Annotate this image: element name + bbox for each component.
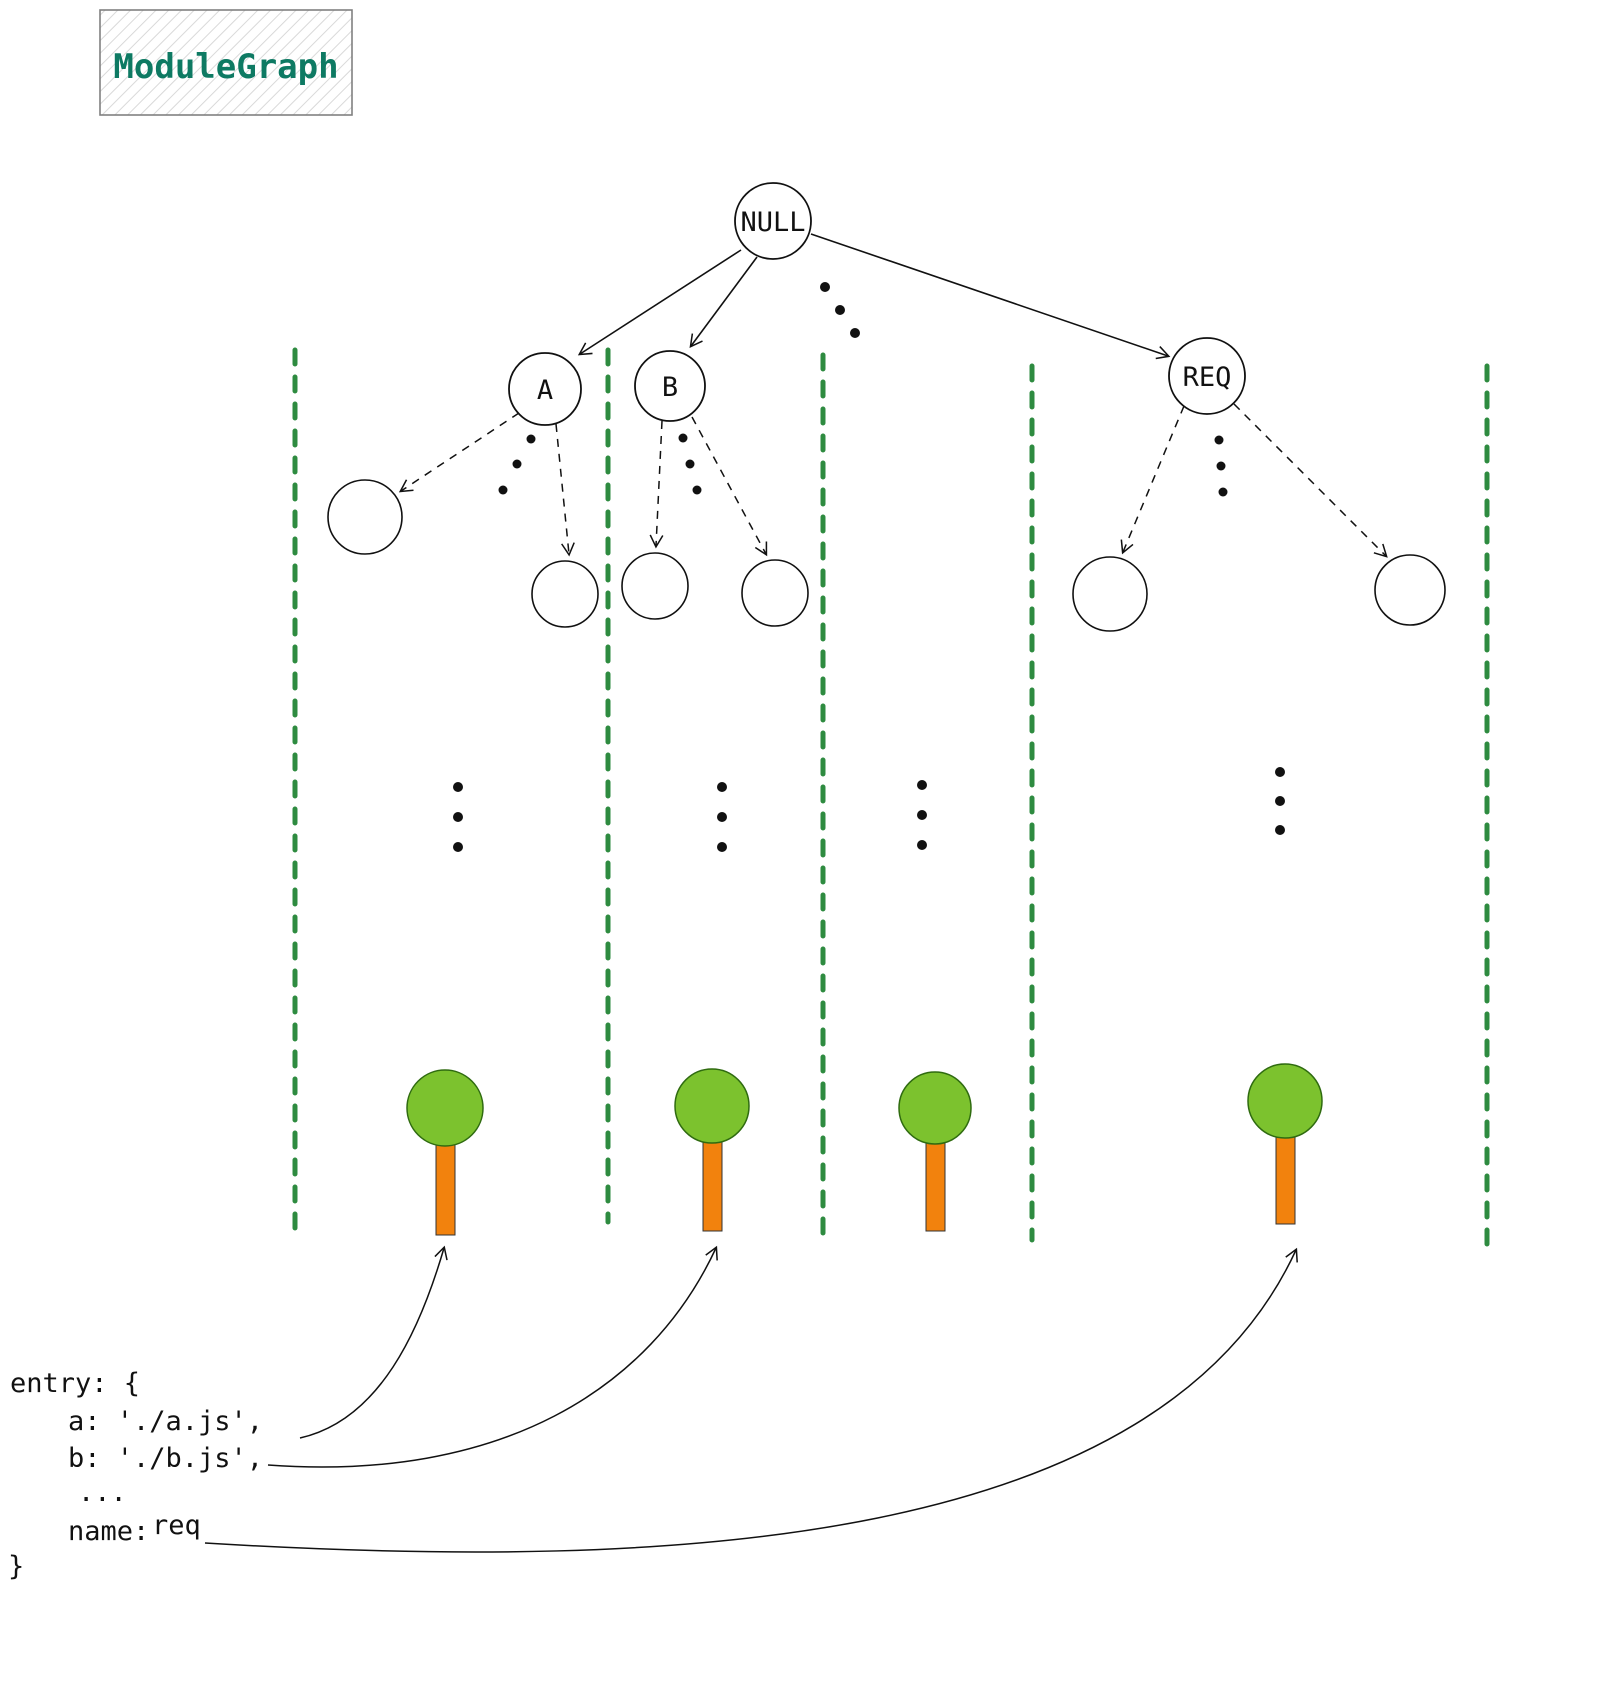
edge-null-to-req — [810, 233, 1171, 360]
code-line-entry-a: a: './a.js', — [68, 1406, 263, 1437]
empty-node-5 — [1072, 556, 1148, 632]
edge-req-to-leaf-2 — [1233, 403, 1388, 558]
node-b-label: B — [662, 372, 678, 403]
code-line-ellipsis: ... — [78, 1477, 127, 1508]
empty-node-2 — [531, 560, 599, 628]
arrow-entry-b-to-tree-2 — [267, 1245, 718, 1468]
edge-null-to-b — [689, 256, 758, 349]
tree-icon-2 — [674, 1068, 750, 1232]
title-box-frame — [99, 9, 353, 116]
tree-icon-1 — [406, 1069, 484, 1236]
edge-b-to-leaf-2 — [691, 416, 768, 557]
column-ellipsis-4 — [1275, 767, 1285, 835]
code-line-entry-b: b: './b.js', — [68, 1443, 263, 1474]
a-edges-ellipsis — [498, 434, 536, 495]
arrow-entry-a-to-tree-1 — [299, 1245, 448, 1439]
code-line-name-key: name: — [68, 1516, 149, 1547]
root-edges-ellipsis — [820, 282, 860, 338]
edge-req-to-leaf-1 — [1120, 405, 1185, 555]
edge-a-to-leaf-1 — [398, 412, 520, 493]
code-line-close: } — [8, 1551, 24, 1582]
null-node-label: NULL — [740, 207, 805, 238]
code-line-entry-open: entry: { — [10, 1368, 140, 1399]
empty-node-3 — [621, 552, 689, 620]
diagram-title: ModuleGraph — [113, 47, 338, 87]
code-line-name-value: req — [152, 1510, 201, 1541]
title-box: ModuleGraph — [99, 9, 353, 116]
column-ellipsis-2 — [717, 782, 727, 852]
node-req: REQ — [1168, 337, 1246, 415]
empty-node-1 — [327, 479, 403, 555]
empty-node-6 — [1374, 554, 1446, 626]
empty-node-4 — [741, 559, 809, 627]
tree-icon-3 — [898, 1071, 972, 1232]
edge-null-to-a — [577, 249, 742, 356]
node-req-label: REQ — [1183, 362, 1232, 393]
req-edges-ellipsis — [1214, 435, 1228, 497]
tree-icon-4 — [1247, 1063, 1323, 1225]
null-node: NULL — [734, 182, 812, 260]
edge-b-to-leaf-1 — [649, 420, 664, 549]
edge-a-to-leaf-2 — [555, 423, 575, 557]
node-a: A — [508, 352, 582, 426]
node-a-label: A — [537, 375, 553, 406]
node-b: B — [634, 350, 706, 422]
code-block: entry: { a: './a.js', b: './b.js', ... n… — [8, 1368, 263, 1582]
column-ellipsis-1 — [453, 782, 463, 852]
column-ellipsis-3 — [917, 780, 927, 850]
arrow-name-req-to-tree-4 — [204, 1247, 1298, 1553]
b-edges-ellipsis — [678, 433, 702, 495]
